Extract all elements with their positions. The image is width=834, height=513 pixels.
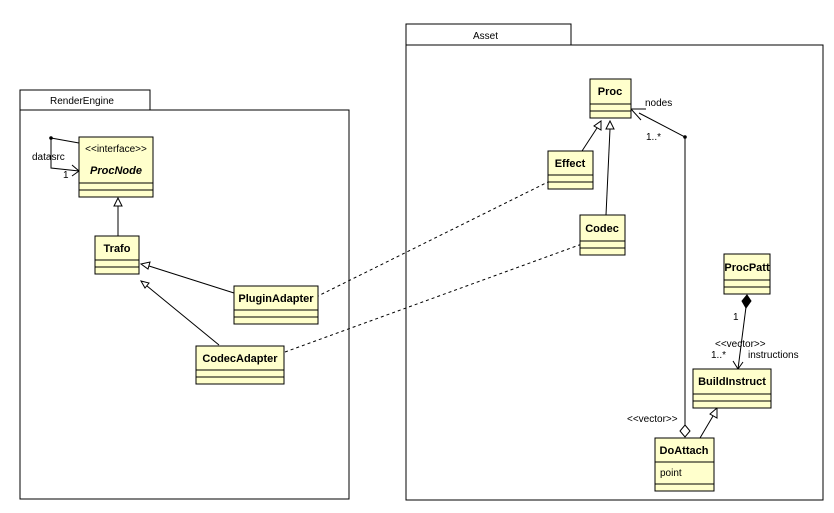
class-codec-ops-box — [579, 247, 626, 256]
class-effect-name-box — [547, 150, 594, 176]
generalization-effect-proc — [581, 120, 602, 152]
class-doattach-attribute: point — [660, 468, 682, 479]
generalization-codec-proc — [605, 119, 615, 216]
class-procpatt[interactable]: ProcPatt — [723, 253, 771, 295]
generalization-codec-proc-line — [605, 128, 611, 216]
assoc-nodes-aggregation-diamond — [679, 424, 691, 438]
package-asset-title: Asset — [473, 31, 498, 42]
class-doattach-name: DoAttach — [660, 445, 709, 457]
generalization-doattach-buildinstruct — [699, 406, 718, 439]
class-procnode-name-box — [78, 136, 154, 184]
dependency-pluginadapter-effect — [315, 177, 557, 298]
generalization-pluginadapter-trafo-arrowhead — [139, 261, 151, 270]
assoc-datasrc-line — [50, 137, 80, 172]
class-procnode-stereotype: <<interface>> — [85, 144, 147, 155]
class-codec-name-box — [579, 214, 626, 242]
class-codecadapter-name: CodecAdapter — [202, 353, 278, 365]
class-codecadapter[interactable]: CodecAdapter — [195, 345, 285, 385]
class-pluginadapter-name-box — [233, 285, 319, 311]
class-effect[interactable]: Effect — [547, 150, 594, 190]
class-procpatt-attr-box — [723, 279, 771, 288]
assoc-nodes-multiplicity: 1..* — [646, 132, 661, 143]
class-pluginadapter-ops-box — [233, 316, 319, 325]
class-proc-attr-box — [589, 103, 632, 112]
class-trafo-ops-box — [94, 266, 140, 275]
assoc-datasrc-multiplicity: 1 — [63, 170, 69, 181]
class-buildinstruct-name: BuildInstruct — [698, 376, 766, 388]
class-codec-name: Codec — [585, 223, 619, 235]
assoc-nodes-bend-dot — [683, 135, 687, 139]
class-pluginadapter[interactable]: PluginAdapter — [233, 285, 319, 325]
generalization-codecadapter-trafo-arrowhead — [139, 280, 150, 289]
class-procnode-attr-box — [78, 182, 154, 191]
generalization-trafo-procnode — [113, 196, 123, 236]
generalization-codecadapter-trafo-line — [146, 285, 220, 346]
class-proc-ops-box — [589, 110, 632, 119]
assoc-instructions-source-multiplicity: 1 — [733, 312, 739, 323]
class-codec-attr-box — [579, 240, 626, 249]
assoc-instructions-composition-diamond — [741, 294, 752, 309]
class-proc-name-box — [589, 78, 632, 105]
package-render-engine-title: RenderEngine — [50, 96, 114, 107]
generalization-doattach-buildinstruct-arrowhead — [709, 406, 718, 419]
assoc-instructions-line — [737, 306, 747, 370]
generalization-pluginadapter-trafo — [139, 261, 235, 294]
class-proc-name: Proc — [598, 86, 622, 98]
assoc-instructions: 1 <<vector>> 1..* instructions — [711, 294, 799, 370]
class-procnode-ops-box — [78, 189, 154, 198]
assoc-nodes-stereotype: <<vector>> — [627, 414, 678, 425]
class-doattach[interactable]: DoAttach point — [654, 437, 715, 492]
assoc-datasrc-label: datasrc — [32, 152, 65, 163]
class-pluginadapter-attr-box — [233, 309, 319, 318]
class-effect-ops-box — [547, 181, 594, 190]
class-pluginadapter-name: PluginAdapter — [238, 293, 314, 305]
class-effect-attr-box — [547, 174, 594, 183]
class-procpatt-name: ProcPatt — [724, 262, 770, 274]
generalization-effect-proc-arrowhead — [593, 120, 602, 131]
generalization-codecadapter-trafo — [139, 280, 220, 346]
assoc-instructions-stereotype: <<vector>> — [715, 339, 766, 350]
assoc-datasrc: datasrc 1 — [32, 136, 80, 181]
assoc-nodes: nodes 1..* <<vector>> — [627, 98, 691, 438]
assoc-datasrc-end-dot — [49, 136, 53, 140]
generalization-codec-proc-arrowhead — [605, 119, 615, 130]
class-trafo-attr-box — [94, 259, 140, 268]
class-trafo-name: Trafo — [104, 243, 131, 255]
class-buildinstruct-attr-box — [692, 393, 772, 402]
class-trafo[interactable]: Trafo — [94, 235, 140, 275]
class-proc[interactable]: Proc — [589, 78, 632, 119]
class-codec[interactable]: Codec — [579, 214, 626, 256]
class-effect-name: Effect — [555, 158, 586, 170]
class-procnode-name: ProcNode — [90, 165, 142, 177]
class-procpatt-ops-box — [723, 286, 771, 295]
class-codecadapter-name-box — [195, 345, 285, 371]
class-buildinstruct[interactable]: BuildInstruct — [692, 368, 772, 409]
dependency-codecadapter-codec — [284, 243, 583, 353]
class-procpatt-name-box — [723, 253, 771, 281]
generalization-doattach-buildinstruct-line — [699, 415, 714, 439]
generalization-trafo-procnode-arrowhead — [113, 196, 123, 207]
generalization-pluginadapter-trafo-line — [148, 265, 235, 294]
class-codecadapter-ops-box — [195, 376, 285, 385]
assoc-instructions-label: instructions — [748, 350, 799, 361]
assoc-instructions-multiplicity: 1..* — [711, 350, 726, 361]
generalization-effect-proc-line — [581, 127, 598, 152]
assoc-nodes-label: nodes — [645, 98, 672, 109]
class-codecadapter-attr-box — [195, 369, 285, 378]
class-buildinstruct-ops-box — [692, 400, 772, 409]
class-procnode[interactable]: <<interface>> ProcNode — [78, 136, 154, 198]
class-doattach-ops-box — [654, 483, 715, 492]
